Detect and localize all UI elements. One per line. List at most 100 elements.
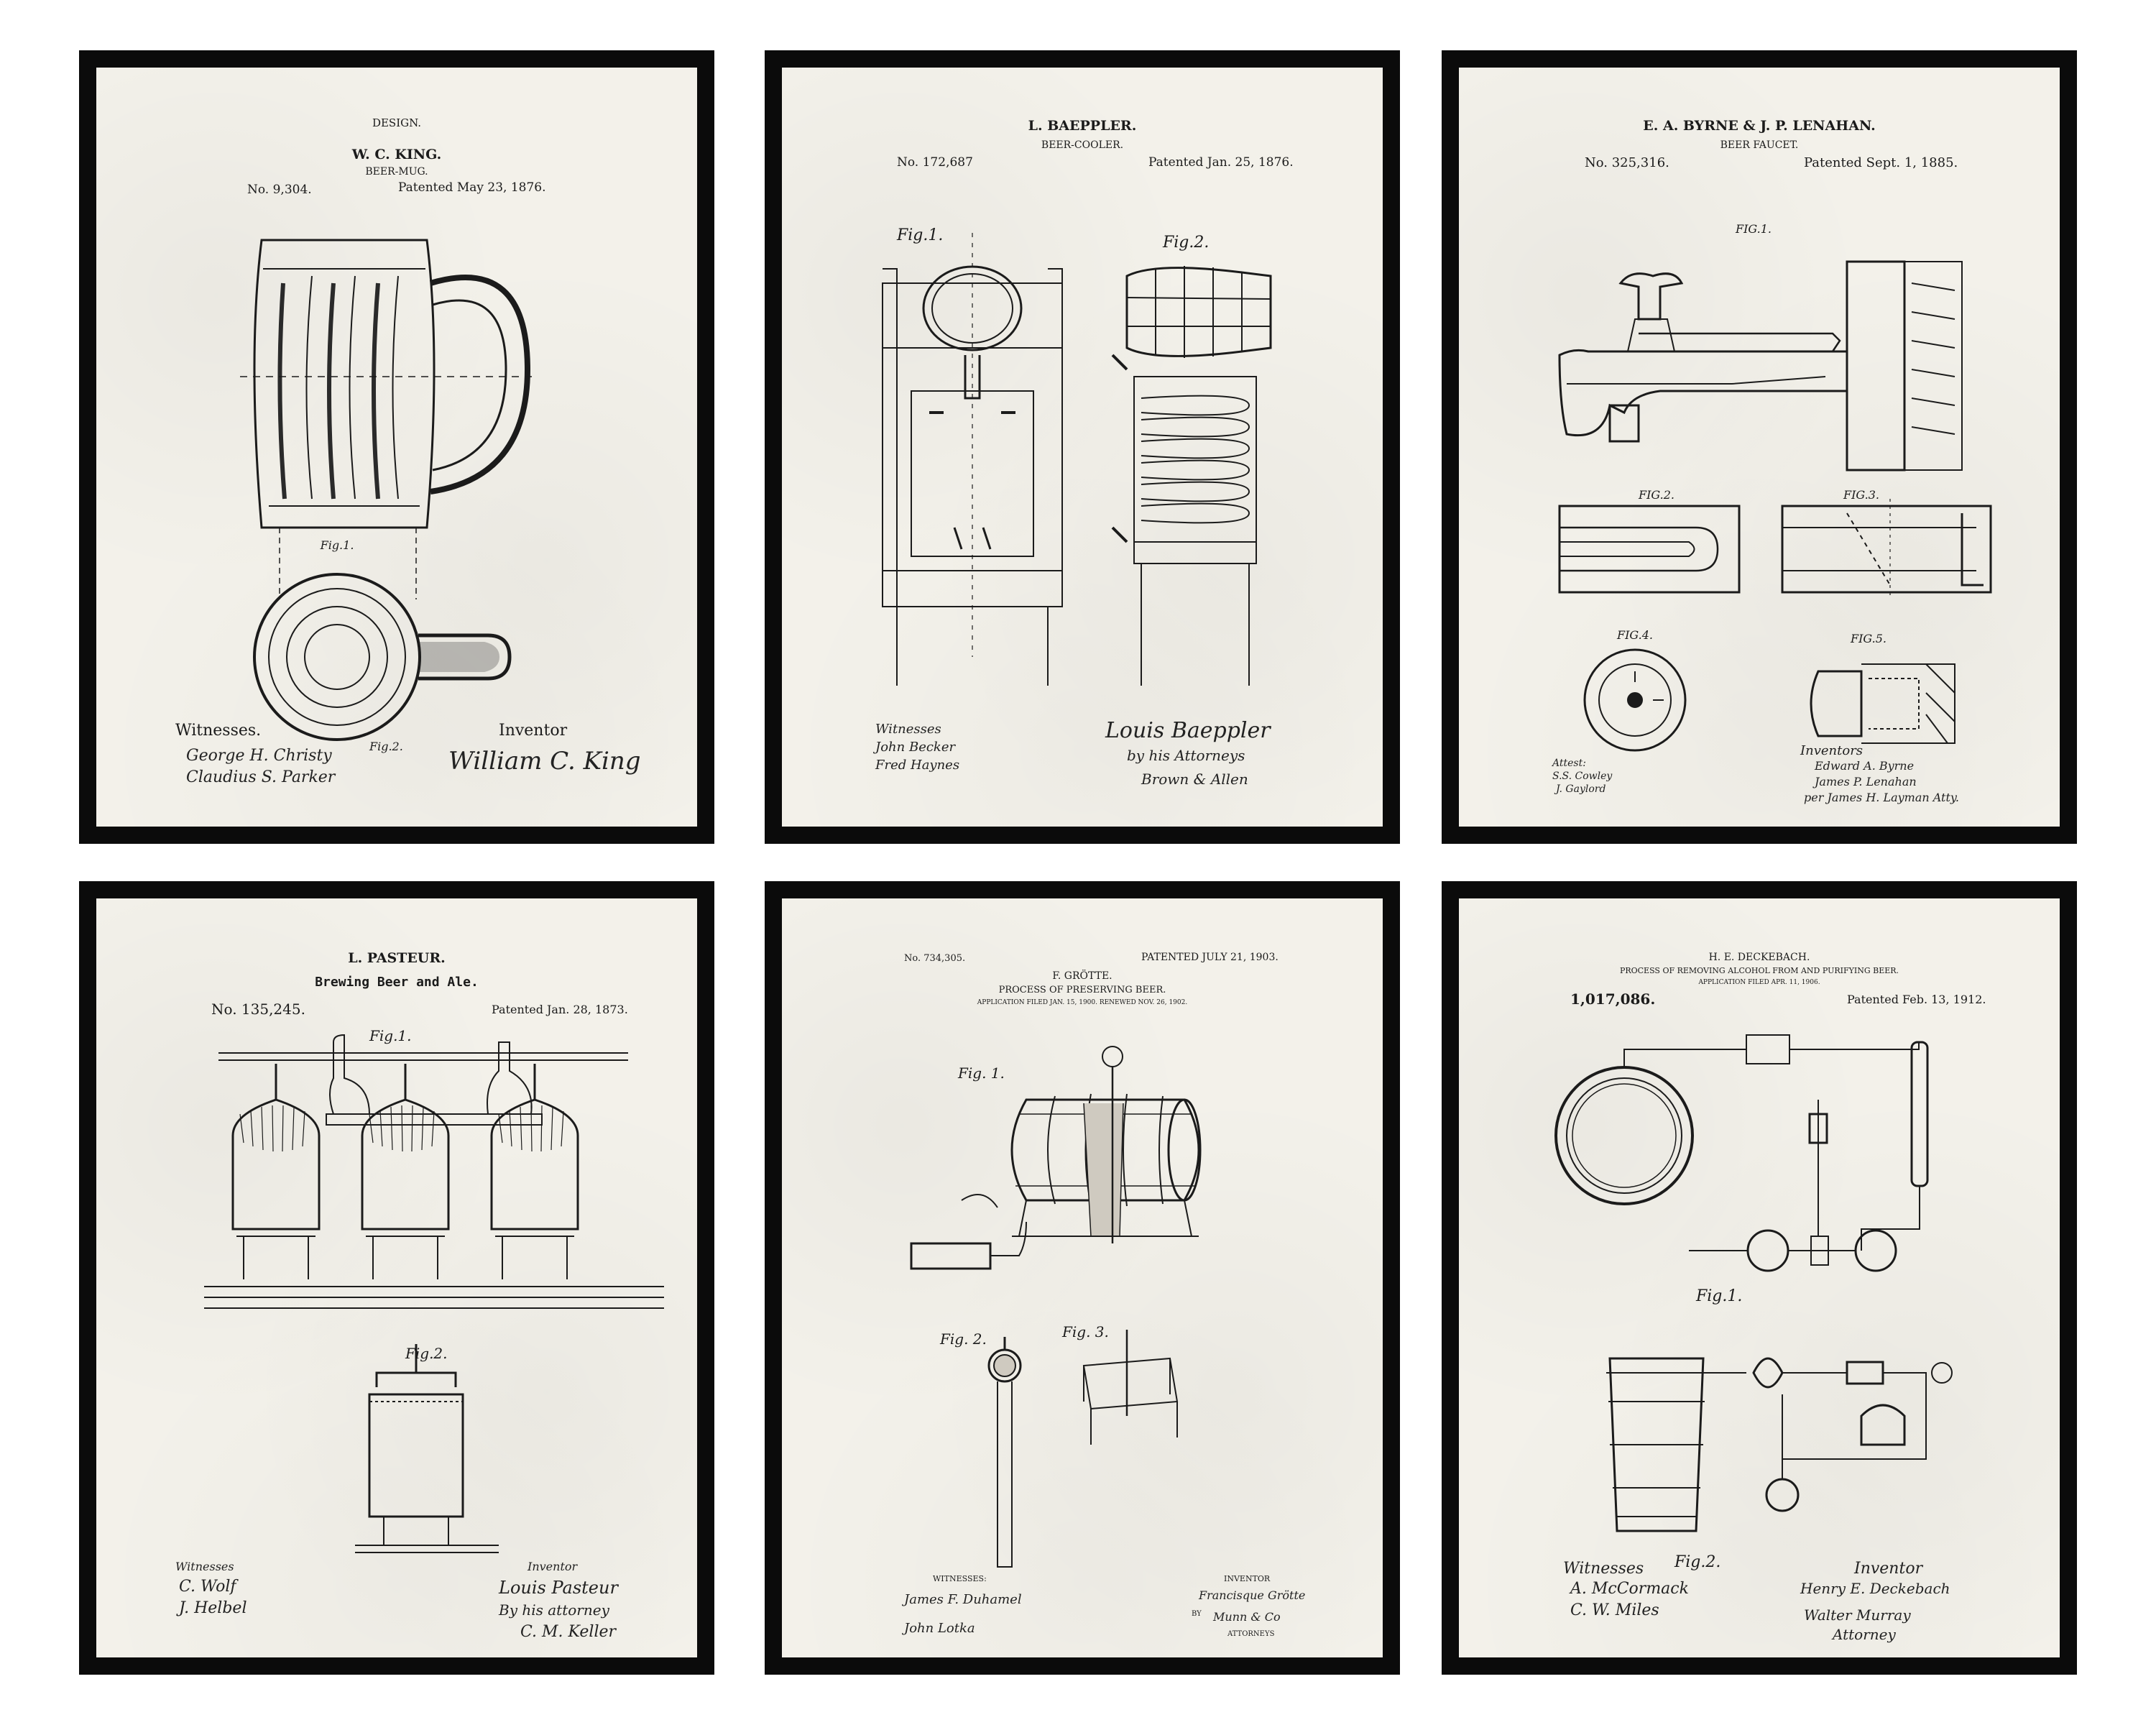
patent-number: No. 135,245. [211,1000,305,1018]
patent-title: BEER-COOLER. [1041,139,1124,151]
application-line: APPLICATION FILED APR. 11, 1906. [1698,979,1820,986]
attorney-signature: Munn & Co [1213,1610,1281,1624]
fig2-label: Fig.2. [1162,234,1209,252]
frame-beer-cooler: L. BAEPPLER. BEER-COOLER. No. 172,687 Pa… [765,50,1400,844]
inventor-1-signature: Edward A. Byrne [1815,759,1915,773]
fig3-label: FIG.3. [1843,488,1879,502]
patent-date: Patented Jan. 28, 1873. [492,1003,628,1016]
fig2-label: Fig.2. [405,1345,448,1362]
witness-1-signature: James F. Duhamel [904,1592,1022,1607]
attorney-label: Attorney [1833,1626,1896,1643]
patent-title: PROCESS OF REMOVING ALCOHOL FROM AND PUR… [1619,966,1899,975]
patent-title: BEER-MUG. [365,166,428,178]
witness-1-signature: S.S. Cowley [1552,770,1613,782]
inventor-label: Inventor [499,722,568,740]
witness-2-signature: Claudius S. Parker [186,768,336,786]
inventor-name: E. A. BYRNE & J. P. LENAHAN. [1643,118,1876,134]
attorney-line: per James H. Layman Atty. [1804,791,1959,804]
witness-1-signature: A. McCormack [1570,1580,1689,1598]
inventor-label: Inventor [528,1560,578,1573]
inventor-signature: Louis Baeppler [1105,718,1271,743]
inventor-name: F. GRÖTTE. [1052,970,1112,982]
patent-date: Patented Sept. 1, 1885. [1804,155,1958,170]
frame-brewing-beer-and-ale: L. PASTEUR. Brewing Beer and Ale. No. 13… [79,881,714,1675]
inventor-name: L. BAEPPLER. [1028,118,1137,134]
witnesses-label: Witnesses. [175,722,262,740]
patent-number: 1,017,086. [1570,990,1656,1008]
patent-date: Patented Jan. 25, 1876. [1148,155,1294,170]
inventor-label: INVENTOR [1224,1574,1271,1583]
patent-title: PROCESS OF PRESERVING BEER. [998,985,1166,995]
fig2-label: FIG.2. [1638,488,1674,502]
patent-title: Brewing Beer and Ale. [315,975,479,990]
fig4-label: FIG.4. [1616,628,1653,642]
inventor-signature: Henry E. Deckebach [1800,1580,1950,1597]
witness-2-signature: Fred Haynes [875,758,960,773]
fig1-label: Fig.1. [320,538,354,552]
inventor-signature: Louis Pasteur [499,1578,618,1598]
witness-2-signature: C. W. Miles [1570,1601,1659,1619]
attorneys-label: ATTORNEYS [1227,1630,1275,1638]
inventor-signature: William C. King [448,747,641,776]
fig1-label: Fig.1. [1695,1287,1742,1305]
fig2-label: Fig.2. [1674,1553,1720,1571]
patent-date: Patented May 23, 1876. [398,180,546,195]
attorney-line: by his Attorneys [1127,747,1245,764]
patent-print-preserving-beer: No. 734,305. PATENTED JULY 21, 1903. F. … [782,898,1383,1657]
patent-print-removing-alcohol: H. E. DECKEBACH. PROCESS OF REMOVING ALC… [1459,898,2060,1657]
beer-faucet-drawing: FIG.1. FIG.2. FIG.3. FIG.4. FIG.5. [1459,222,2060,827]
removing-alcohol-drawing: Fig.1. Fig.2. [1459,898,2060,1571]
attorney-signature: Walter Murray [1804,1606,1911,1624]
witness-2-signature: J. Gaylord [1556,783,1606,795]
patent-print-beer-cooler: L. BAEPPLER. BEER-COOLER. No. 172,687 Pa… [782,68,1383,827]
witness-2-signature: J. Helbel [179,1599,247,1617]
brewing-apparatus-drawing: Fig.1. Fig.2. [96,1027,697,1657]
patent-number: No. 325,316. [1585,155,1669,170]
fig1-label: FIG.1. [1735,222,1772,236]
witnesses-label: WITNESSES: [933,1574,987,1583]
design-label: DESIGN. [372,116,422,129]
attorney-line: By his attorney [499,1601,609,1619]
application-line: APPLICATION FILED JAN. 15, 1900. RENEWED… [977,999,1188,1006]
fig1-label: Fig.1. [369,1027,412,1044]
preserving-beer-drawing: Fig. 1. Fig. 2. Fig. 3. [782,898,1383,1657]
fig2-label: Fig. 2. [939,1330,987,1348]
inventor-name: L. PASTEUR. [348,950,446,966]
inventor-2-signature: James P. Lenahan [1815,775,1917,788]
witness-2-signature: John Lotka [904,1621,975,1636]
fig5-label: FIG.5. [1850,632,1886,645]
beer-mug-drawing: Fig.1. Fig.2. [96,68,697,753]
witnesses-label: Witnesses [875,722,941,737]
patent-number: No. 172,687 [897,155,973,170]
patent-print-beer-faucet: E. A. BYRNE & J. P. LENAHAN. BEER FAUCET… [1459,68,2060,827]
patent-print-beer-mug: DESIGN. W. C. KING. BEER-MUG. No. 9,304.… [96,68,697,827]
inventor-name: W. C. KING. [351,147,442,162]
patent-title: BEER FAUCET. [1720,139,1799,151]
patent-date: PATENTED JULY 21, 1903. [1141,952,1279,963]
patent-print-brewing-beer-and-ale: L. PASTEUR. Brewing Beer and Ale. No. 13… [96,898,697,1657]
inventors-label: Inventors [1800,743,1864,758]
fig2-label: Fig.2. [369,740,403,753]
witnesses-label: Witnesses [1563,1560,1644,1578]
inventor-signature: Francisque Grötte [1199,1588,1306,1602]
attorney-signature: Brown & Allen [1141,770,1248,788]
by-label: BY [1192,1610,1202,1618]
patent-number: No. 734,305. [904,953,966,964]
frame-removing-alcohol: H. E. DECKEBACH. PROCESS OF REMOVING ALC… [1442,881,2077,1675]
frame-beer-faucet: E. A. BYRNE & J. P. LENAHAN. BEER FAUCET… [1442,50,2077,844]
witness-1-signature: George H. Christy [186,747,332,765]
fig1-label: Fig. 1. [957,1064,1005,1082]
attorney-signature: C. M. Keller [520,1623,617,1641]
frame-preserving-beer: No. 734,305. PATENTED JULY 21, 1903. F. … [765,881,1400,1675]
attest-label: Attest: [1552,758,1586,769]
witness-1-signature: C. Wolf [179,1578,236,1596]
inventor-label: Inventor [1854,1560,1923,1578]
fig1-label: Fig.1. [896,226,943,244]
beer-cooler-drawing: Fig.1. Fig.2. [782,226,1383,827]
witness-1-signature: John Becker [875,740,956,755]
inventor-name: H. E. DECKEBACH. [1708,952,1810,963]
fig3-label: Fig. 3. [1061,1323,1109,1340]
frame-beer-mug: DESIGN. W. C. KING. BEER-MUG. No. 9,304.… [79,50,714,844]
witnesses-label: Witnesses [175,1560,234,1573]
patent-date: Patented Feb. 13, 1912. [1847,993,1986,1006]
